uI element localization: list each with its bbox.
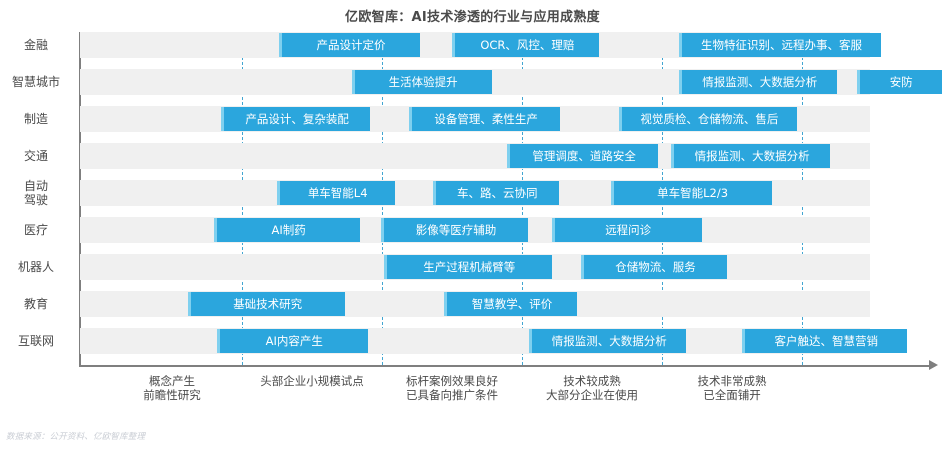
category-label-line: 交通 (23, 149, 48, 163)
category-label-line: 医疗 (23, 223, 48, 237)
stage-label-1: 概念产生前瞻性研究 (143, 374, 201, 402)
application-bar[interactable]: 生活体验提升 (351, 70, 492, 94)
application-bar[interactable]: 影像等医疗辅助 (381, 218, 528, 242)
application-bar[interactable]: 情报监测、大数据分析 (670, 144, 831, 168)
category-label-line: 金融 (23, 38, 48, 52)
stage-label-line: 大部分企业在使用 (546, 388, 638, 402)
stage-label-3: 标杆案例效果良好已具备向推广条件 (406, 374, 498, 402)
application-bar[interactable]: 单车智能L4 (277, 181, 395, 205)
stage-label-line: 头部企业小规模试点 (260, 374, 364, 388)
stage-label-line: 已全面铺开 (703, 388, 761, 402)
application-bar[interactable]: 情报监测、大数据分析 (529, 329, 687, 353)
application-bar[interactable]: AI制药 (214, 218, 360, 242)
category-label-line: 机器人 (17, 260, 54, 274)
category-label-line: 自动 (23, 179, 48, 193)
application-bar[interactable]: 生物特征识别、远程办事、客服 (679, 33, 881, 57)
stage-label-line: 标杆案例效果良好 (406, 374, 498, 388)
category-label-line: 制造 (23, 112, 48, 126)
stage-label-line: 技术较成熟 (563, 374, 621, 388)
category-label-制造: 制造 (0, 112, 72, 126)
application-bar[interactable]: 产品设计、复杂装配 (221, 107, 370, 131)
application-bar[interactable]: 智慧教学、评价 (444, 292, 577, 316)
application-bar[interactable]: OCR、风控、理赔 (452, 33, 600, 57)
application-bar[interactable]: 视觉质检、仓储物流、售后 (619, 107, 797, 131)
category-label-教育: 教育 (0, 297, 72, 311)
application-bar[interactable]: 车、路、云协同 (432, 181, 559, 205)
source-note: 数据来源：公开资料、亿欧智库整理 (6, 432, 146, 442)
stage-label-line: 已具备向推广条件 (406, 388, 498, 402)
application-bar[interactable]: AI内容产生 (217, 329, 369, 353)
category-label-智慧城市: 智慧城市 (0, 75, 72, 89)
application-bar[interactable]: 远程问诊 (551, 218, 702, 242)
page-title: 亿欧智库：AI技术渗透的行业与应用成熟度 (345, 10, 600, 25)
category-label-line: 驾驶 (23, 193, 48, 207)
category-label-互联网: 互联网 (0, 334, 72, 348)
category-label-line: 智慧城市 (11, 75, 60, 89)
category-label-line: 互联网 (17, 334, 54, 348)
application-bar[interactable]: 管理调度、道路安全 (507, 144, 659, 168)
application-bar[interactable]: 单车智能L2/3 (610, 181, 772, 205)
x-axis-line (79, 365, 931, 367)
application-bar[interactable]: 情报监测、大数据分析 (679, 70, 838, 94)
stage-label-2: 头部企业小规模试点 (260, 374, 364, 388)
application-bar[interactable]: 仓储物流、服务 (581, 255, 727, 279)
application-bar[interactable]: 基础技术研究 (187, 292, 345, 316)
stage-label-line: 概念产生 (149, 374, 195, 388)
stage-label-5: 技术非常成熟已全面铺开 (698, 374, 767, 402)
application-bar[interactable]: 设备管理、柔性生产 (409, 107, 561, 131)
x-axis-arrow-icon (929, 360, 938, 370)
stage-label-line: 技术非常成熟 (697, 374, 767, 388)
application-bar[interactable]: 安防 (857, 70, 943, 94)
category-label-自动驾驶: 自动驾驶 (0, 179, 72, 207)
application-bar[interactable]: 客户触达、智慧营销 (742, 329, 908, 353)
stage-label-4: 技术较成熟大部分企业在使用 (546, 374, 638, 402)
category-label-交通: 交通 (0, 149, 72, 163)
category-label-机器人: 机器人 (0, 260, 72, 274)
category-label-金融: 金融 (0, 38, 72, 52)
application-bar[interactable]: 生产过程机械臂等 (383, 255, 552, 279)
category-label-医疗: 医疗 (0, 223, 72, 237)
table-row (80, 328, 870, 354)
stage-label-line: 前瞻性研究 (143, 388, 201, 402)
category-label-line: 教育 (23, 297, 48, 311)
application-bar[interactable]: 产品设计定价 (278, 33, 421, 57)
